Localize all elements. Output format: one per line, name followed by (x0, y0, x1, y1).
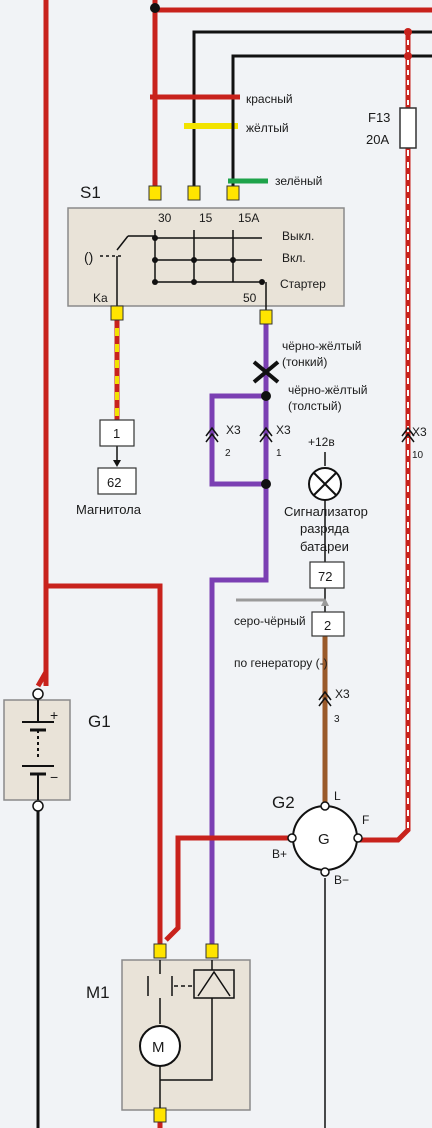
battery-minus-sign: − (50, 769, 58, 785)
x3-label-pin3: X3 (335, 687, 350, 701)
generator-f-terminal (353, 833, 363, 843)
lamp-pin-number: 2 (324, 618, 331, 633)
lamp-voltage: +12в (308, 435, 335, 449)
generator-pin-f: F (362, 813, 369, 827)
lamp-block-box (309, 561, 345, 589)
switch-connectors (110, 185, 273, 325)
gray-arrow-head (321, 598, 329, 606)
starter-internals (147, 960, 235, 1108)
starter-motor-letter: M (152, 1039, 165, 1056)
wire-label-thick-2: (толстый) (288, 399, 342, 413)
lamp-label-1: Сигнализатор (284, 504, 368, 519)
position-off-label: Выкл. (282, 229, 314, 243)
generator-bminus-terminal (320, 867, 330, 877)
radio-pin-box (99, 419, 135, 447)
x3-pin3-number: 3 (334, 714, 340, 725)
starter-connectors (153, 943, 219, 1123)
pin-50-label: 50 (243, 291, 257, 305)
radio-pin-number: 1 (113, 426, 120, 441)
fuse-rating: 20A (366, 132, 389, 147)
wire-label-thin-2: (тонкий) (282, 355, 327, 369)
position-on-label: Вкл. (282, 251, 306, 265)
battery-plus-sign: + (50, 707, 58, 723)
lamp-block-number: 72 (318, 569, 332, 584)
wire-label-gray-black: серо-чёрный (234, 614, 306, 628)
cut-mark (252, 360, 280, 384)
wire-label-thin-1: чёрно-жёлтый (282, 339, 361, 353)
radio-block-box (97, 467, 137, 495)
wire-label-yellow: жёлтый (246, 121, 289, 135)
pin15-black-wire (192, 30, 432, 186)
generator-pin-bplus: B+ (272, 847, 287, 861)
key-symbol: () (84, 249, 93, 265)
battery-ref: G1 (88, 712, 111, 731)
wire-label-red: красный (246, 92, 293, 106)
fuse-top-junction-2 (404, 52, 412, 60)
radio-arrow-head (113, 460, 121, 467)
starter-ref: M1 (86, 983, 110, 1002)
wire-label-green: зелёный (275, 174, 322, 188)
fuse-output-wire (360, 148, 411, 843)
wire-label-thick-1: чёрно-жёлтый (288, 383, 367, 397)
x3-label-pin10: X3 (412, 425, 427, 439)
x3-label-pin1: X3 (276, 423, 291, 437)
pin-ka-label: Ka (93, 291, 108, 305)
battery-starter-red-wire (43, 583, 163, 944)
radio-label: Магнитола (76, 502, 142, 517)
ignition-switch-ref: S1 (80, 183, 101, 202)
top-junction (150, 3, 160, 13)
battery-minus-terminal (32, 800, 44, 812)
battery-plus-terminal (32, 688, 44, 700)
pin-15-label: 15 (199, 211, 213, 225)
switch-dots (152, 235, 265, 285)
x3-connector-pin10 (401, 426, 415, 443)
x3-pin2-number: 2 (225, 448, 231, 459)
fuse-id: F13 (368, 110, 390, 125)
x3-pin10-number: 10 (412, 450, 424, 461)
generator-bplus-terminal (287, 833, 297, 843)
radio-block-number: 62 (107, 475, 121, 490)
generator-pin-l: L (334, 789, 341, 803)
pin-15a-label: 15A (238, 211, 259, 225)
warning-lamp-cross (313, 472, 337, 496)
lamp-pin-box (311, 611, 345, 637)
purple-junction-2 (261, 479, 271, 489)
x3-label-pin2: X3 (226, 423, 241, 437)
lamp-label-3: батареи (300, 539, 349, 554)
x3-connector-pin1 (259, 426, 273, 443)
starter-box (121, 959, 251, 1111)
switch-matrix (100, 230, 267, 310)
generator-bplus-wire (164, 835, 290, 942)
x3-pin1-number: 1 (276, 448, 282, 459)
lamp-label-2: разряда (300, 521, 350, 536)
fuse-top-junction-1 (404, 28, 412, 36)
pin-30-label: 30 (158, 211, 172, 225)
generator-letter: G (318, 831, 330, 848)
wire-label-generator: по генератору (-) (234, 656, 328, 670)
position-starter-label: Стартер (280, 277, 326, 291)
ignition-switch-box (67, 207, 345, 307)
generator-ref: G2 (272, 793, 295, 812)
fuse-f13 (399, 107, 417, 149)
purple-junction-1 (261, 391, 271, 401)
battery-feed-red-wire (35, 0, 49, 688)
generator-pin-bminus: B− (334, 873, 349, 887)
starter-motor-symbol (139, 1025, 181, 1067)
starter-purple-wire (209, 322, 269, 944)
x3-connector-pin2 (205, 426, 219, 443)
pin15a-black-wire (231, 54, 432, 186)
generator-l-terminal (320, 801, 330, 811)
battery-cells (22, 700, 54, 800)
x3-connector-pin3 (318, 690, 332, 707)
